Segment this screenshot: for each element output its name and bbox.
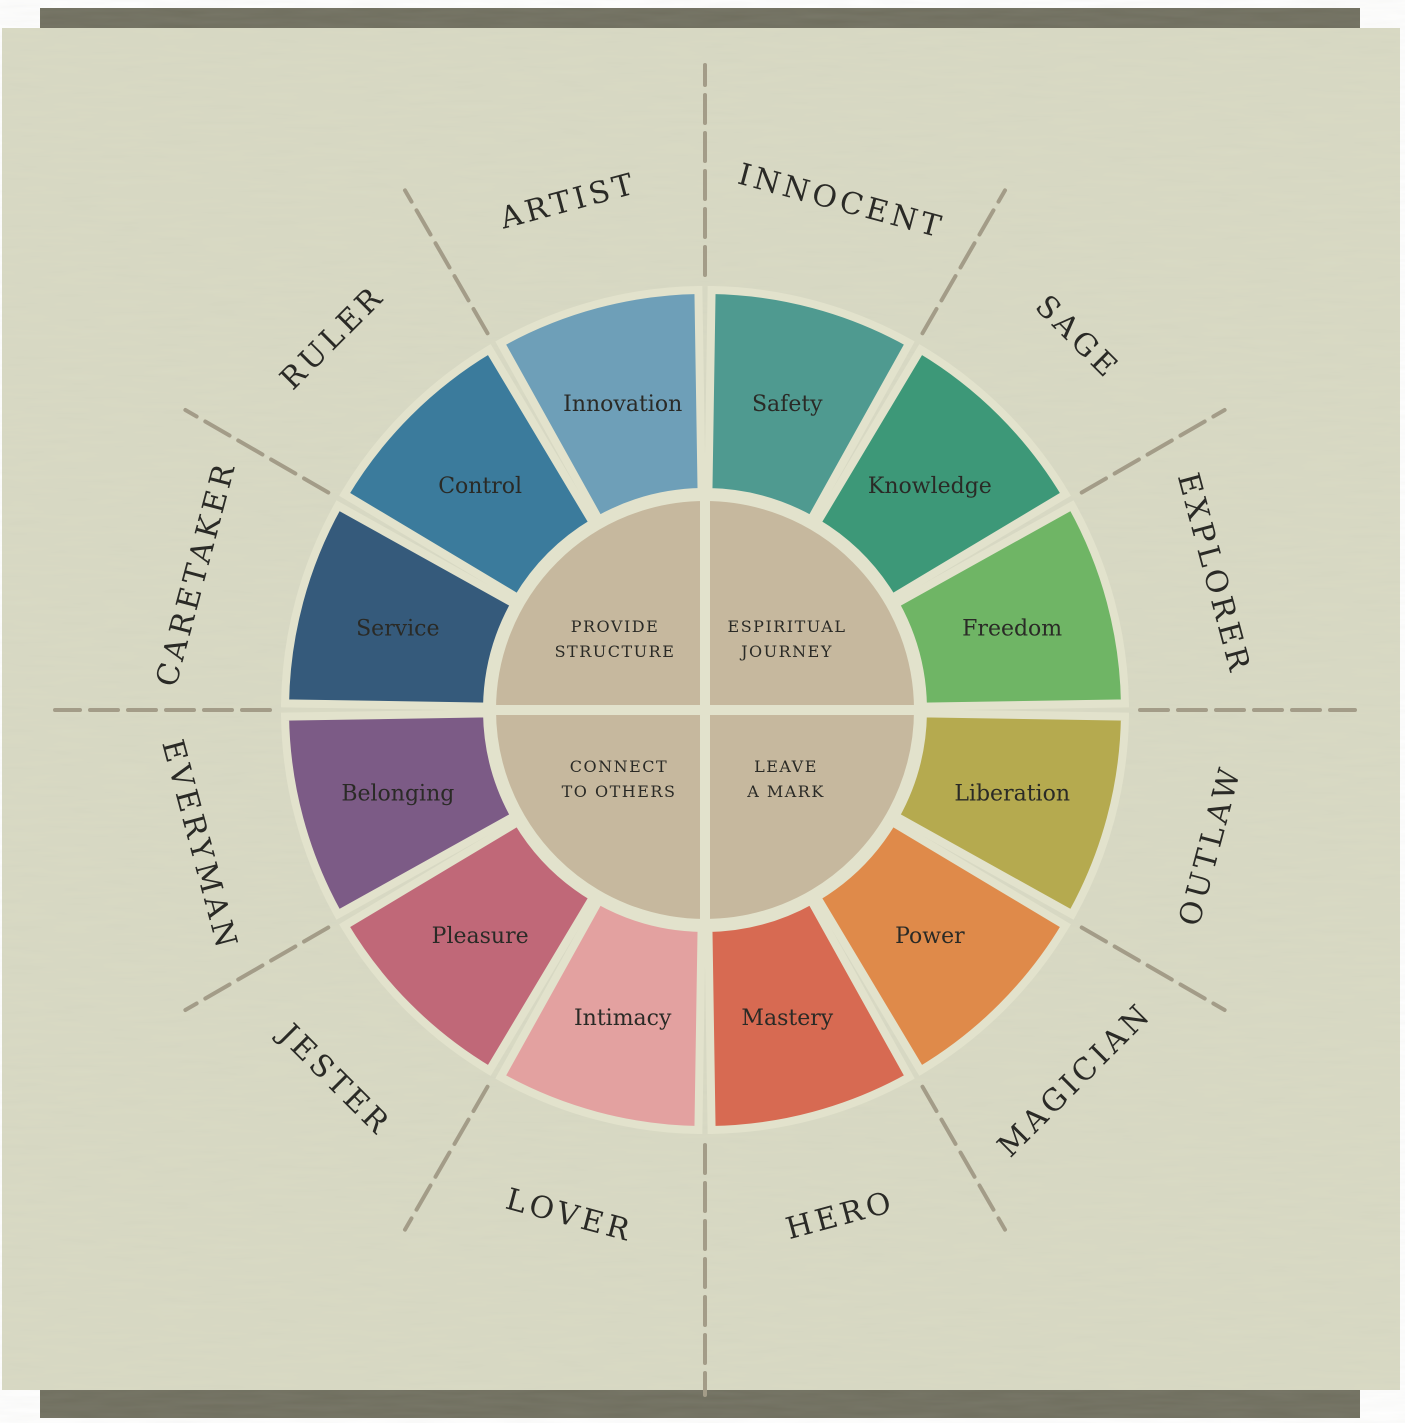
motivation-label: Control (438, 474, 522, 499)
divider-line (403, 188, 490, 336)
quadrant-label: STRUCTURE (555, 642, 676, 661)
divider-line (1079, 408, 1227, 495)
divider-line (920, 188, 1007, 336)
divider-line (1079, 925, 1227, 1012)
motivation-label: Safety (752, 392, 823, 417)
divider-line (183, 925, 331, 1012)
motivation-label: Service (356, 617, 439, 642)
motivation-label: Liberation (954, 781, 1070, 806)
motivation-label: Innovation (563, 392, 682, 417)
quadrant-label: ESPIRITUAL (728, 617, 847, 636)
motivation-label: Power (895, 924, 965, 949)
quadrant-label: PROVIDE (571, 617, 660, 636)
motivation-label: Belonging (341, 781, 454, 806)
motivation-label: Pleasure (432, 924, 529, 949)
quadrant-label: TO OTHERS (562, 782, 677, 801)
motivation-label: Knowledge (868, 474, 992, 499)
motivation-label: Freedom (962, 617, 1062, 642)
quadrant-label: CONNECT (570, 757, 668, 776)
quadrant-label: A MARK (746, 782, 825, 801)
divider-line (183, 408, 331, 495)
divider-line (403, 1084, 490, 1232)
divider-line (920, 1084, 1007, 1232)
motivation-label: Intimacy (574, 1006, 672, 1031)
quadrant-label: LEAVE (754, 757, 818, 776)
motivation-label: Mastery (741, 1006, 833, 1031)
quadrant-label: JOURNEY (739, 642, 833, 661)
